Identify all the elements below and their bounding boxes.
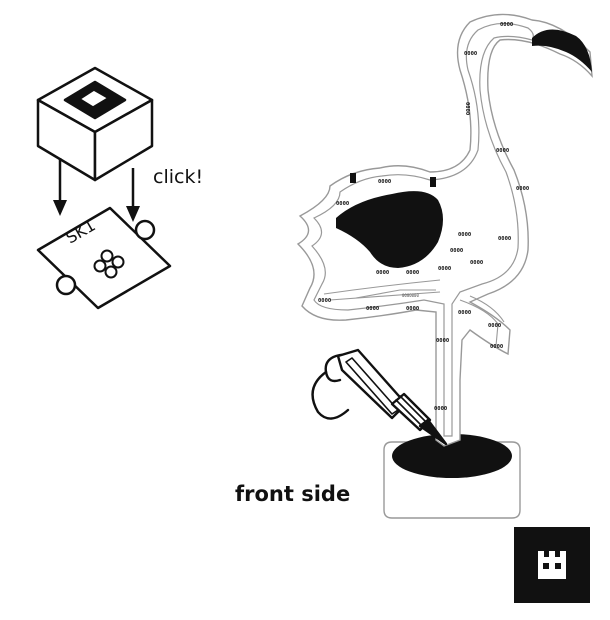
led-pad: 0000 — [516, 186, 529, 192]
led-pad: 0000 — [458, 232, 471, 238]
led-pad: 0000 — [318, 298, 331, 304]
down-arrow-icon — [126, 168, 140, 222]
wing-icon — [336, 191, 443, 268]
front-side-label: front side — [235, 482, 351, 506]
led-pad: 0000 — [434, 406, 447, 412]
led-pad: 0000 — [488, 323, 501, 329]
chip-marking: 0000000 — [402, 293, 419, 298]
led-pad: 0000 — [500, 22, 513, 28]
led-pad: 0000 — [458, 310, 471, 316]
led-pad: 0000 — [450, 248, 463, 254]
down-arrow-icon — [53, 158, 67, 216]
body-detail-lines — [323, 279, 505, 347]
castle-icon — [538, 551, 566, 579]
led-pad: 0000 — [490, 344, 503, 350]
component-mark — [430, 177, 436, 187]
led-pad: 0000 — [496, 148, 509, 154]
component-mark — [350, 173, 356, 183]
click-label: click! — [153, 166, 204, 188]
logo-badge — [514, 527, 590, 603]
led-pad: 0000 — [406, 270, 419, 276]
beak-icon — [532, 29, 592, 72]
led-pad: 0000 — [464, 102, 470, 115]
led-pad: 0000 — [470, 260, 483, 266]
led-pad: 0000 — [498, 236, 511, 242]
stand-base — [383, 434, 521, 519]
led-pad: 0000 — [406, 306, 419, 312]
led-pad: 0000 — [438, 266, 451, 272]
switch-footprint — [36, 206, 172, 310]
soldering-iron-icon — [311, 348, 448, 446]
switch-cap-icon — [36, 66, 154, 182]
flamingo-board-outline — [296, 13, 593, 447]
led-pad: 0000 — [436, 338, 449, 344]
led-pad: 0000 — [336, 201, 349, 207]
led-pad: 0000 — [376, 270, 389, 276]
led-pad: 0000 — [378, 179, 391, 185]
led-pad: 0000 — [366, 306, 379, 312]
led-pad: 0000 — [464, 51, 477, 57]
flamingo-inner-outline — [311, 22, 534, 437]
led-pads: 0000 0000 0000 0000 0000 0000 0000 0000 … — [318, 22, 529, 412]
